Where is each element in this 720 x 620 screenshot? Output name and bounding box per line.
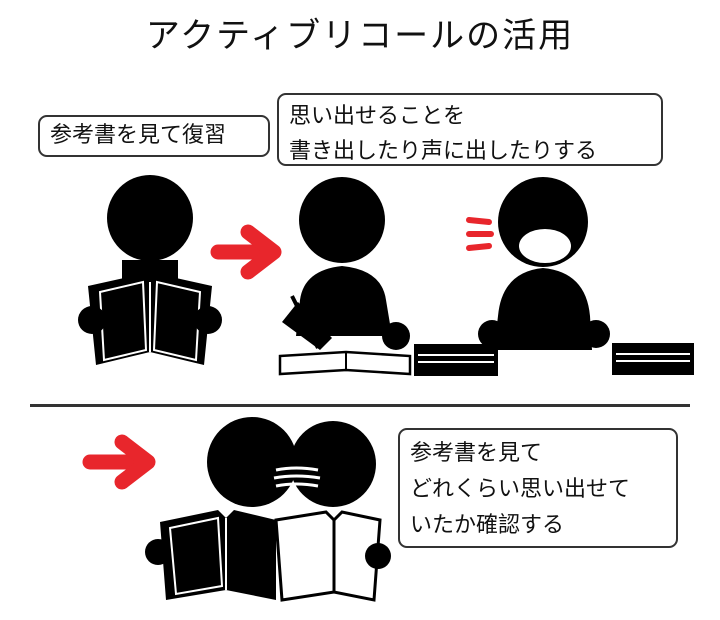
review-bubble: 参考書を見て復習 [38, 115, 270, 157]
group-reading-figure [145, 417, 391, 602]
recall-text-line2: 書き出したり声に出したりする [289, 139, 598, 164]
check-text-line1: 参考書を見て [410, 441, 543, 466]
arrow-right-icon [82, 434, 156, 490]
speaking-person-figure [478, 177, 694, 375]
review-text: 参考書を見て復習 [50, 123, 227, 148]
reading-person-figure [78, 175, 222, 365]
writing-person-figure [278, 177, 498, 376]
arrow-right-icon [210, 224, 282, 280]
recall-bubble: 思い出せることを 書き出したり声に出したりする [277, 93, 663, 166]
speaking-lines-icon [466, 217, 494, 251]
check-text-line2: どれくらい思い出せて [410, 477, 631, 502]
page-title: アクティブリコールの活用 [145, 16, 575, 56]
recall-text-line1: 思い出せることを [289, 104, 466, 129]
section-divider [30, 404, 690, 407]
check-text-line3: いたか確認する [410, 513, 565, 538]
check-bubble: 参考書を見て どれくらい思い出せて いたか確認する [398, 428, 678, 548]
